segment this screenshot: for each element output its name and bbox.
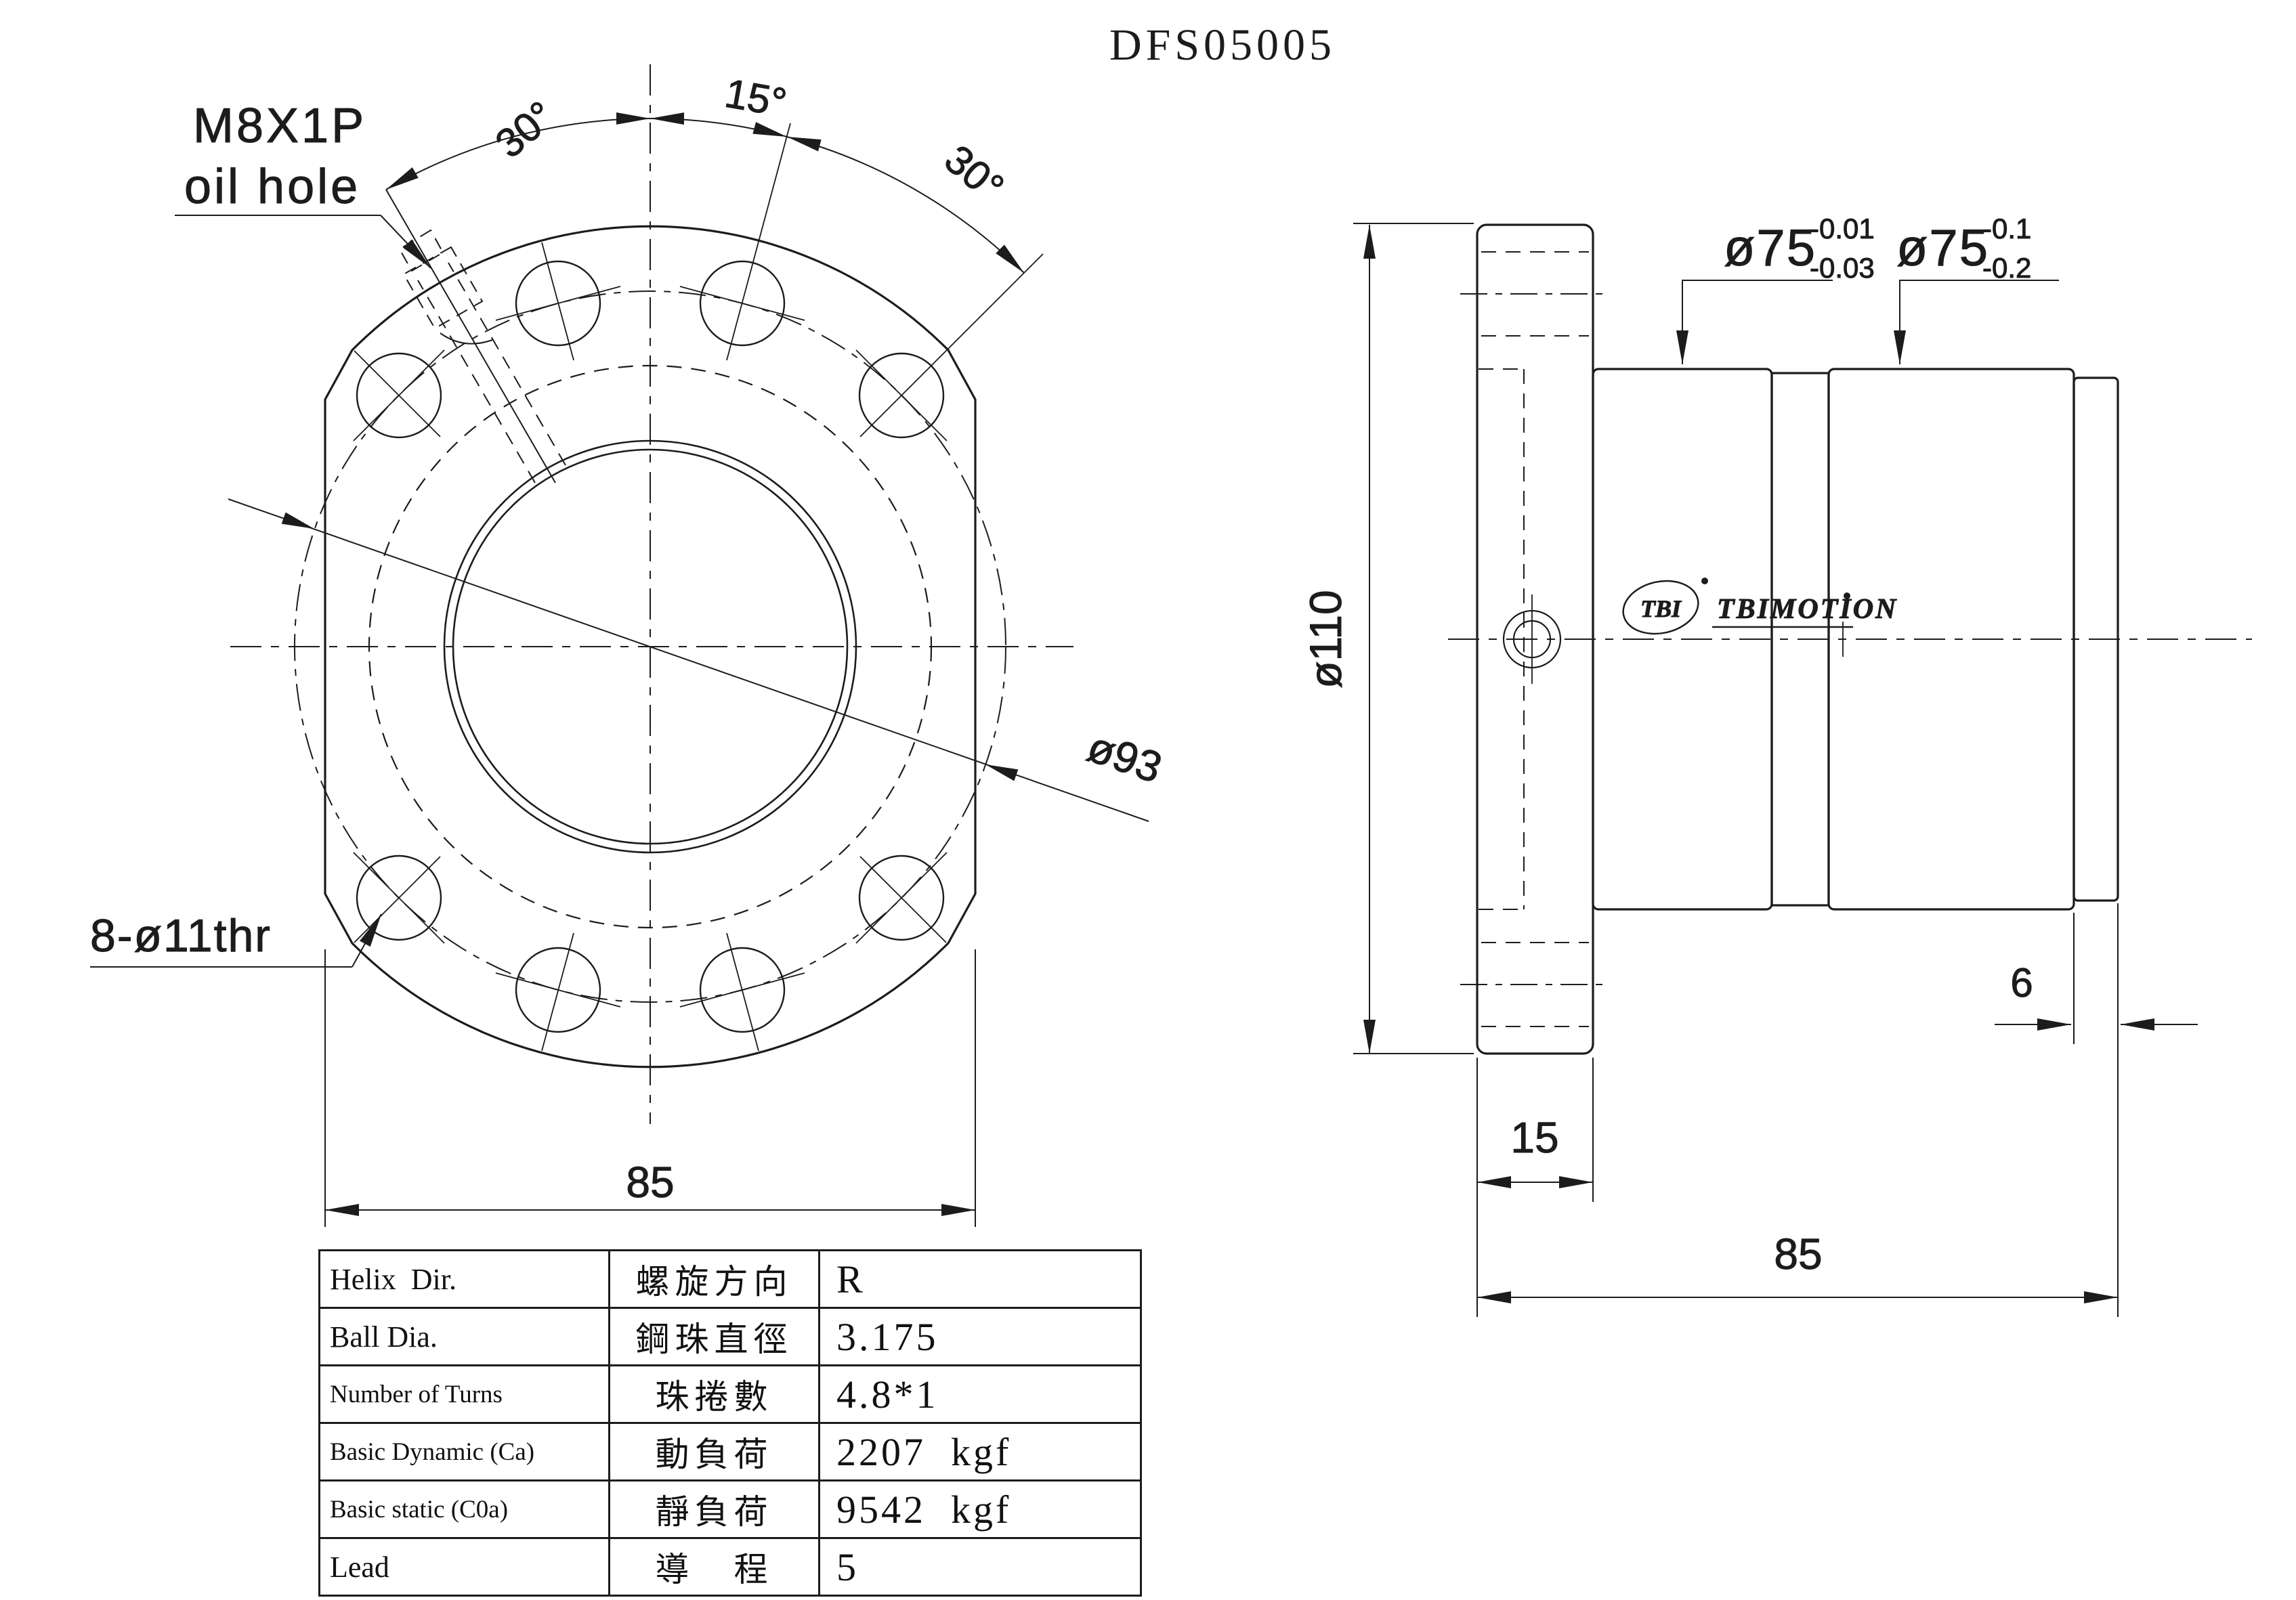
spec-value: 3.175 xyxy=(818,1307,1142,1366)
flange-hidden-lines xyxy=(1460,251,1610,1027)
bore-circle-outer xyxy=(443,439,857,854)
tbi-motion-logo: TBI TBIMOTION xyxy=(1622,578,1898,635)
flange-thickness-dimension xyxy=(1476,1058,1594,1317)
body-dia2-callout xyxy=(1894,280,2059,364)
registered-mark-dot xyxy=(1844,592,1850,599)
body-dia1-label: ø75 xyxy=(1724,219,1816,277)
spec-row-ball-dia: Ball Dia. 鋼珠直徑 3.175 xyxy=(318,1307,1142,1366)
spec-value: R xyxy=(818,1249,1142,1309)
spec-table: Helix Dir. 螺旋方向 R Ball Dia. 鋼珠直徑 3.175 N… xyxy=(318,1249,1142,1597)
spec-row-basic-dynamic: Basic Dynamic (Ca) 動負荷 2207 kgf xyxy=(318,1422,1142,1482)
front-width-dimension xyxy=(324,949,976,1227)
spec-en: Ball Dia. xyxy=(318,1307,610,1366)
spec-en: Lead xyxy=(318,1537,610,1597)
flange-dia-dimension xyxy=(1353,223,1474,1054)
spec-zh: 動負荷 xyxy=(608,1422,820,1482)
spec-value: 9542 kgf xyxy=(818,1479,1142,1539)
side-view: ø110 ø75 -0.01 -0.03 ø75 -0.1 -0.2 15 6 xyxy=(1300,213,2252,1317)
spec-en: Basic Dynamic (Ca) xyxy=(318,1422,610,1482)
body-dia1-tol-upper: -0.01 xyxy=(1810,213,1875,244)
body-dia2-label: ø75 xyxy=(1896,219,1989,277)
spec-row-number-of-turns: Number of Turns 珠捲數 4.8*1 xyxy=(318,1364,1142,1424)
logo-roundel xyxy=(1622,580,1699,635)
bolt-hole xyxy=(855,852,948,944)
bolt-circle-dimension xyxy=(228,498,1149,822)
bolt-hole xyxy=(495,932,621,1052)
end-width-label: 6 xyxy=(2010,960,2033,1006)
drawing-title: DFS05005 xyxy=(1109,20,1336,70)
registered-mark-dot xyxy=(1701,578,1708,584)
angle-label-left: 30° xyxy=(487,92,564,167)
bolt-hole xyxy=(855,253,1044,441)
front-view: 30° 15° 30° ø93 85 M8X1P oil hole 8-ø1 xyxy=(90,64,1168,1227)
oil-hole-label-line1: M8X1P xyxy=(193,99,366,153)
spec-value: 5 xyxy=(818,1537,1142,1597)
oil-hole-callout xyxy=(175,215,431,269)
body-dia2-tol-lower: -0.2 xyxy=(1982,252,2031,284)
spec-en: Number of Turns xyxy=(318,1364,610,1424)
spec-zh: 靜負荷 xyxy=(608,1479,820,1539)
bolt-hole xyxy=(353,852,445,944)
spec-value: 4.8*1 xyxy=(818,1364,1142,1424)
bolt-circle xyxy=(294,290,1006,1003)
logo-wordmark: TBIMOTION xyxy=(1717,594,1898,625)
bolt-circle-label: ø93 xyxy=(1082,722,1168,792)
spec-zh: 導 程 xyxy=(608,1537,820,1597)
spec-zh: 珠捲數 xyxy=(608,1364,820,1424)
spec-en: Basic static (C0a) xyxy=(318,1479,610,1539)
body-dia1-tol-lower: -0.03 xyxy=(1810,252,1875,284)
front-centerlines xyxy=(230,64,1073,1124)
spec-en: Helix Dir. xyxy=(318,1249,610,1309)
spec-row-basic-static: Basic static (C0a) 靜負荷 9542 kgf xyxy=(318,1479,1142,1539)
spec-row-helix-dir: Helix Dir. 螺旋方向 R xyxy=(318,1249,1142,1309)
spec-value: 2207 kgf xyxy=(818,1422,1142,1482)
angle-label-right: 30° xyxy=(936,136,1013,211)
flange-outline xyxy=(324,225,977,1068)
side-oil-hole xyxy=(1502,594,1562,684)
bolt-holes xyxy=(353,123,1044,1052)
bolt-hole xyxy=(495,242,621,361)
bolt-hole xyxy=(679,932,805,1052)
overall-length-label: 85 xyxy=(1774,1230,1822,1278)
body-dia2-tol-upper: -0.1 xyxy=(1982,213,2031,244)
front-width-label: 85 xyxy=(626,1158,674,1207)
bolt-hole xyxy=(679,123,805,361)
bolt-hole xyxy=(353,349,445,441)
angle-label-mid: 15° xyxy=(721,70,790,126)
oil-hole-label-line2: oil hole xyxy=(184,160,360,214)
flange-thickness-label: 15 xyxy=(1510,1113,1558,1162)
bolt-holes-label: 8-ø11thr xyxy=(90,910,272,961)
hidden-body-circle xyxy=(368,364,933,929)
spec-row-lead: Lead 導 程 5 xyxy=(318,1537,1142,1597)
bolt-holes-callout xyxy=(90,913,382,968)
flange-dia-label: ø110 xyxy=(1300,590,1351,689)
spec-zh: 鋼珠直徑 xyxy=(608,1307,820,1366)
body-end-ring xyxy=(2072,376,2119,902)
bore-circle-inner xyxy=(452,448,849,845)
body-dia1-callout xyxy=(1676,280,1833,364)
angle-dimensions xyxy=(385,112,1025,274)
logo-mark: TBI xyxy=(1640,595,1682,622)
end-width-dimension xyxy=(1995,903,2198,1317)
spec-zh: 螺旋方向 xyxy=(608,1249,820,1309)
